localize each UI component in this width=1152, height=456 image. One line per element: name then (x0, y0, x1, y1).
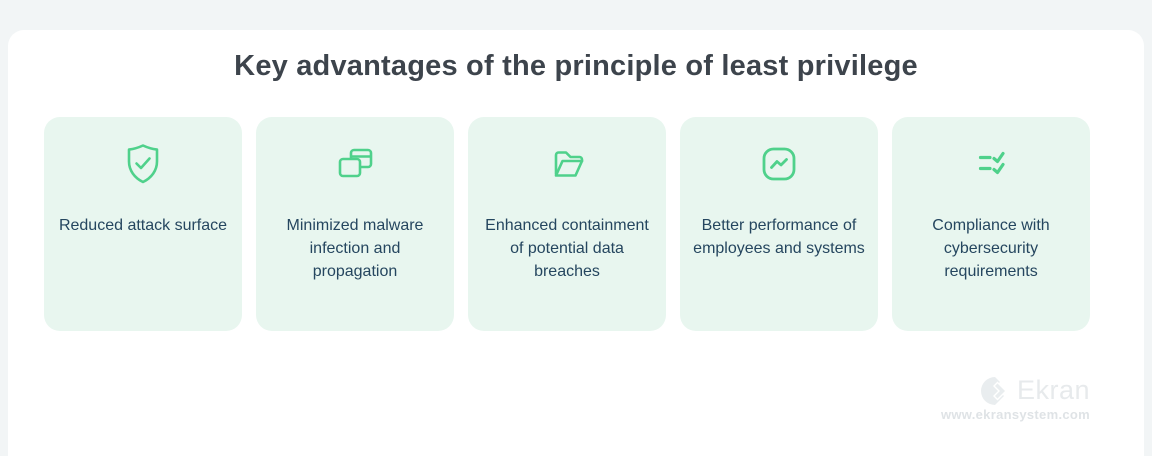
performance-chart-icon (755, 140, 803, 188)
shield-check-icon (119, 140, 167, 188)
card-label: Minimized malware infection and propagat… (286, 217, 424, 280)
card-label: Reduced attack surface (58, 217, 228, 234)
card-reduced-attack-surface: Reduced attack surface (44, 117, 242, 331)
card-label: Better performance of employees and syst… (693, 217, 865, 257)
ekran-website-url: www.ekransystem.com (940, 407, 1090, 422)
page-title: Key advantages of the principle of least… (234, 50, 918, 82)
card-minimized-malware: Minimized malware infection and propagat… (256, 117, 454, 331)
card-compliance: Compliance with cybersecurity requiremen… (892, 117, 1090, 331)
ekran-watermark: Ekran www.ekransystem.com (941, 375, 1090, 422)
card-better-performance: Better performance of employees and syst… (680, 117, 878, 331)
open-folder-icon (543, 140, 591, 188)
card-label: Enhanced containment of potential data b… (485, 217, 649, 280)
advantages-card-row: Reduced attack surface Minimized malware… (0, 117, 1134, 331)
card-label: Compliance with cybersecurity requiremen… (932, 217, 1050, 280)
ekran-logo-icon (980, 376, 1011, 406)
card-enhanced-containment: Enhanced containment of potential data b… (468, 117, 666, 331)
checklist-icon (967, 140, 1015, 188)
ekran-logo-text: Ekran (1016, 375, 1090, 405)
overlapping-windows-icon (331, 140, 379, 188)
